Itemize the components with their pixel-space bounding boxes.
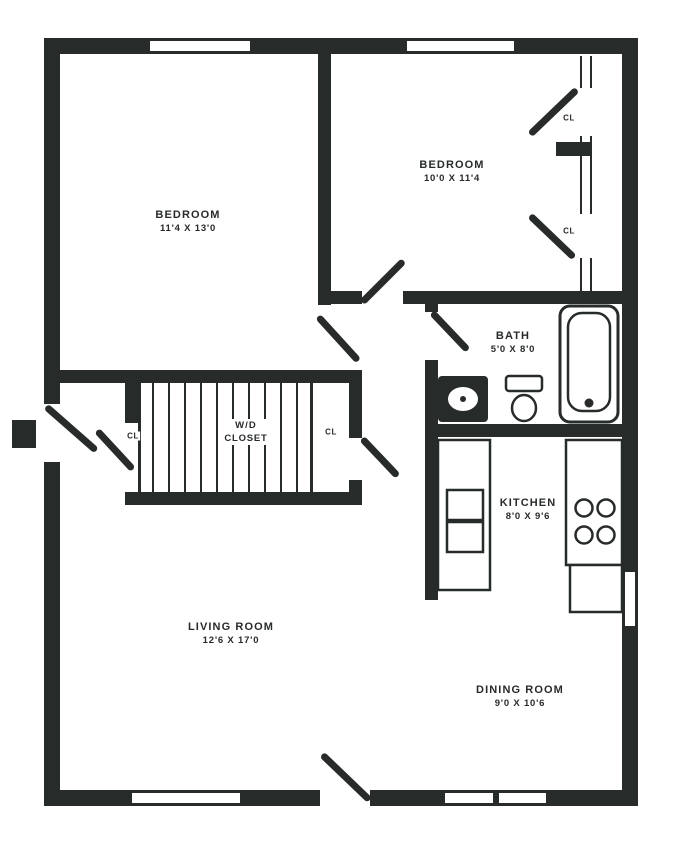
wall-segment	[125, 492, 362, 505]
room-name: DINING ROOM	[476, 684, 564, 696]
room-dims: 9'0 X 10'6	[494, 698, 546, 709]
room-name: BEDROOM	[155, 209, 221, 221]
toilet-fixture	[502, 374, 546, 426]
wall-segment	[516, 38, 638, 54]
kitchen-sink-fixture	[436, 438, 494, 594]
door-swing-closet-b	[527, 212, 577, 260]
vanity-sink-fixture	[438, 376, 488, 422]
room-name: KITCHEN	[499, 497, 557, 509]
bifold-panel-line	[216, 383, 218, 492]
wall-segment	[242, 790, 320, 806]
room-dims: 8'0 X 9'6	[505, 511, 551, 522]
closet-front-line	[590, 136, 592, 214]
wall-segment	[349, 370, 362, 438]
window	[148, 38, 252, 54]
wall-segment	[44, 462, 60, 806]
wall-segment	[425, 360, 438, 600]
wall-segment	[438, 424, 638, 437]
bifold-panel-line	[296, 383, 298, 492]
stove-fixture	[564, 438, 626, 568]
closet-label: CL	[562, 226, 576, 236]
wall-segment	[44, 38, 60, 404]
wall-segment	[252, 38, 405, 54]
wall-segment	[370, 790, 443, 806]
room-name: BEDROOM	[419, 159, 485, 171]
wall-segment	[349, 480, 362, 505]
wall-segment	[318, 291, 362, 304]
wall-segment	[556, 142, 592, 156]
refrigerator-fixture	[568, 563, 624, 614]
door-swing-closet-a	[527, 86, 580, 137]
closet-label: CL	[324, 427, 338, 437]
wall-segment	[318, 54, 331, 305]
room-name: BATH	[495, 330, 531, 342]
door-swing-entry	[43, 403, 99, 453]
room-dims: 11'4 X 13'0	[159, 223, 217, 234]
wall-segment	[58, 370, 362, 383]
wall-segment	[622, 38, 638, 570]
room-name: LIVING ROOM	[187, 621, 275, 633]
bifold-panel-line	[152, 383, 154, 492]
door-swing-bedroom1	[315, 313, 361, 363]
closet-label: CL	[126, 431, 140, 441]
wall-segment	[44, 790, 130, 806]
room-name: W/D	[235, 420, 257, 431]
wall-segment	[425, 304, 438, 312]
window-mullion	[493, 790, 499, 806]
closet-front-line	[590, 258, 592, 291]
room-label-wd-closet: W/D CLOSET	[222, 419, 270, 445]
room-label-kitchen: KITCHEN 8'0 X 9'6	[497, 497, 559, 523]
bifold-panel-line	[184, 383, 186, 492]
room-label-bedroom2: BEDROOM 10'0 X 11'4	[419, 159, 484, 185]
wall-segment	[403, 291, 638, 304]
wall-segment	[44, 38, 148, 54]
closet-front-line	[590, 56, 592, 88]
room-dims: 12'6 X 17'0	[202, 635, 260, 646]
wall-segment	[548, 790, 638, 806]
wall-segment	[622, 628, 638, 806]
door-swing-patio	[319, 751, 373, 803]
bifold-panel-line	[200, 383, 202, 492]
room-label-bedroom1: BEDROOM 11'4 X 13'0	[155, 209, 220, 235]
bifold-panel-line	[168, 383, 170, 492]
room-dims: 10'0 X 11'4	[423, 173, 481, 184]
room-dims: 5'0 X 8'0	[490, 344, 536, 355]
room-label-bath: BATH 5'0 X 8'0	[491, 330, 535, 356]
bifold-panel-line	[280, 383, 282, 492]
door-swing-bedroom2	[359, 257, 407, 305]
window	[130, 790, 242, 806]
door-swing-hall-closet	[359, 435, 401, 479]
window	[405, 38, 516, 54]
closet-divider-line	[310, 383, 313, 492]
room-dims: CLOSET	[224, 433, 268, 444]
entry-stoop	[12, 420, 36, 448]
bathtub-fixture	[558, 304, 624, 428]
room-label-dining-room: DINING ROOM 9'0 X 10'6	[476, 684, 564, 710]
closet-front-line	[580, 56, 582, 88]
window	[622, 570, 638, 628]
closet-label: CL	[562, 113, 576, 123]
room-label-living-room: LIVING ROOM 12'6 X 17'0	[188, 621, 274, 647]
wall-segment	[125, 383, 140, 423]
closet-front-line	[580, 258, 582, 291]
closet-front-line	[580, 136, 582, 214]
door-swing-bath	[429, 309, 471, 353]
